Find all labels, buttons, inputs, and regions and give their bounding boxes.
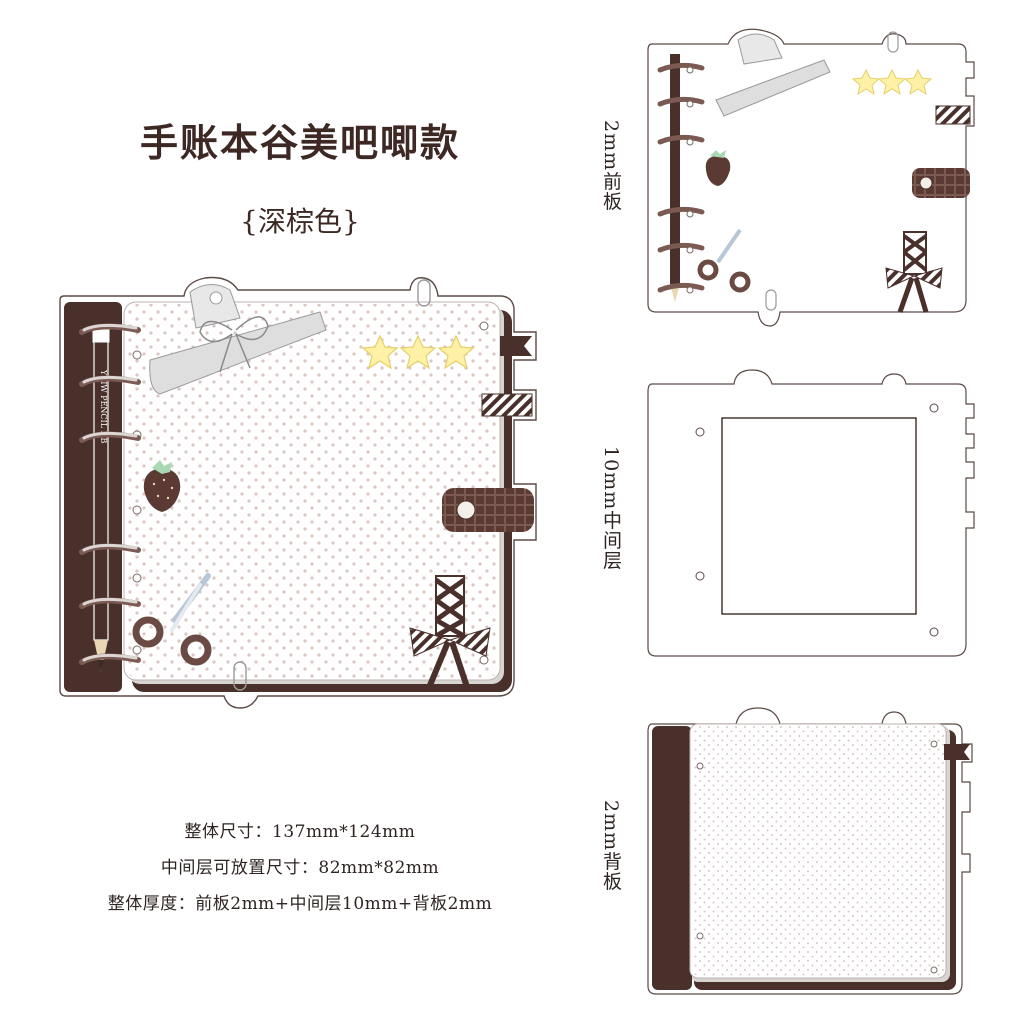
middle-panel	[647, 369, 975, 657]
assembled-notebook: YKIW PENCIL HB	[59, 276, 537, 709]
back-spine	[652, 726, 692, 990]
spec-overall-thickness: 整体厚度：前板2mm+中间层10mm+背板2mm	[107, 894, 493, 914]
pencil-icon: YKIW PENCIL HB	[92, 327, 110, 672]
spec-middle-slot-size: 中间层可放置尺寸：82mm*82mm	[160, 858, 440, 878]
spec-overall-size: 整体尺寸：137mm*124mm	[184, 822, 416, 842]
star-stickers-icon	[361, 334, 475, 370]
label-middle-panel: 10mm中间层	[600, 446, 622, 571]
pencil-icon	[670, 54, 680, 302]
spine	[64, 302, 122, 692]
color-variant-label: {深棕色}	[240, 205, 360, 238]
button-icon	[456, 500, 476, 520]
index-tabs	[442, 336, 534, 532]
scissors-icon	[132, 573, 212, 666]
lace-ribbon-icon	[409, 575, 491, 692]
insert-window	[721, 417, 917, 615]
front-panel	[647, 28, 975, 327]
strawberry-icon	[143, 460, 181, 512]
ribbon-bow-icon	[199, 316, 269, 373]
label-back-panel: 2mm背板	[600, 800, 622, 892]
label-front-panel: 2mm前板	[600, 120, 622, 212]
snap-strap	[442, 488, 534, 532]
back-panel	[647, 707, 973, 995]
pencil-label: YKIW PENCIL HB	[99, 369, 108, 444]
binder-clip-icon	[149, 284, 327, 395]
product-title: 手账本谷美吧唧款	[140, 120, 461, 165]
paper-clip-icon	[233, 279, 431, 691]
